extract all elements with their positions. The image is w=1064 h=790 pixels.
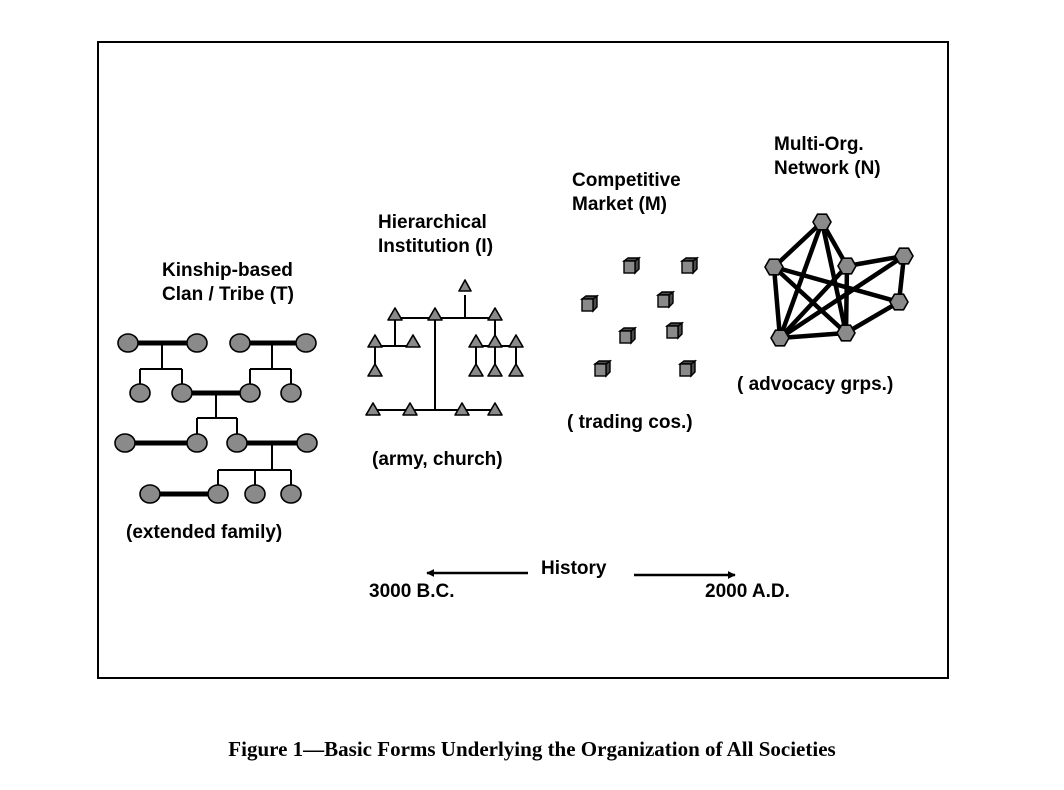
tribe-diagram <box>114 333 318 504</box>
institution-example: (army, church) <box>372 449 503 470</box>
market-diagram <box>579 256 700 378</box>
market-example: ( trading cos.) <box>567 412 693 433</box>
institution-diagram <box>365 279 524 416</box>
figure-caption: Figure 1—Basic Forms Underlying the Orga… <box>228 737 836 761</box>
market-title-line1: Competitive <box>572 170 681 191</box>
figure-frame <box>97 41 949 679</box>
history-timeline: History 3000 B.C. 2000 A.D. <box>369 558 790 602</box>
tribe-title-line2: Clan / Tribe (T) <box>162 284 294 305</box>
tribe-title-line1: Kinship-based <box>162 260 293 281</box>
timeline-end-label: 2000 A.D. <box>705 581 790 602</box>
network-example: ( advocacy grps.) <box>737 374 893 395</box>
tribe-example: (extended family) <box>126 522 282 543</box>
network-title-line1: Multi-Org. <box>774 134 864 155</box>
market-title-line2: Market (M) <box>572 194 667 215</box>
institution-title-line1: Hierarchical <box>378 212 487 233</box>
network-title-line2: Network (N) <box>774 158 881 179</box>
timeline-start-label: 3000 B.C. <box>369 581 455 602</box>
history-label: History <box>541 558 607 579</box>
institution-title-line2: Institution (I) <box>378 236 493 257</box>
network-diagram <box>764 213 914 347</box>
